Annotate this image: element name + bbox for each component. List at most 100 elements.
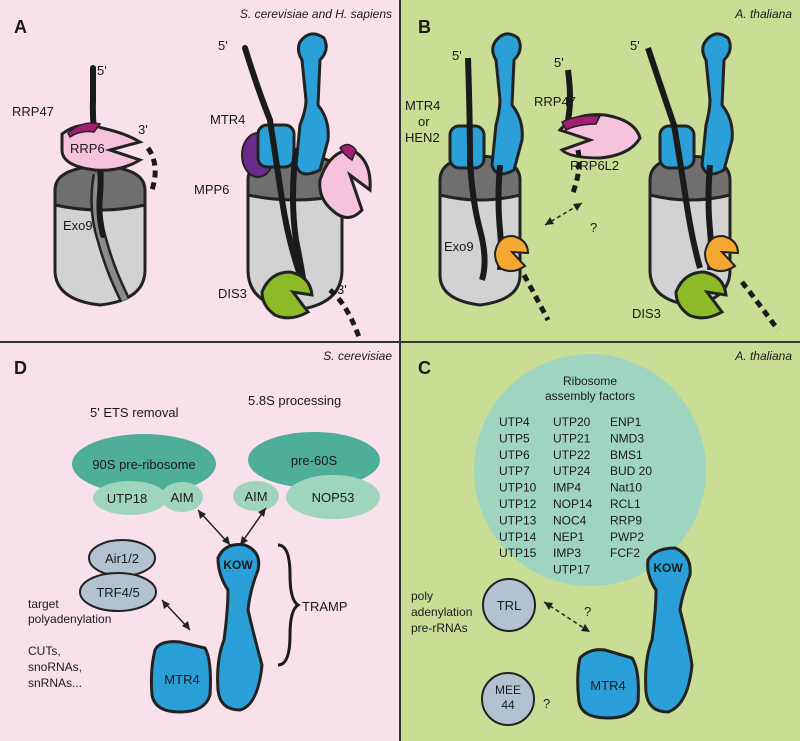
rrp47-protein <box>67 122 102 139</box>
rna-strand-b-free <box>565 69 573 121</box>
aim-left <box>161 482 203 512</box>
ribosome-factor-col2-5: NOP14 <box>553 497 593 511</box>
channel <box>92 174 128 302</box>
pre90s-ribosome <box>72 434 216 494</box>
label-mtr4-d: MTR4 <box>164 672 199 687</box>
label-exo9-b: Exo9 <box>444 239 474 254</box>
ribosome-factor-col2-0: UTP20 <box>553 415 591 429</box>
label-5prime-b2: 5' <box>554 55 564 70</box>
label-ribosome-1: Ribosome <box>563 374 617 388</box>
label-air12: Air1/2 <box>105 551 139 566</box>
dis3-protein <box>260 270 314 320</box>
ribosome-factor-col2-2: UTP22 <box>553 448 591 462</box>
panel-d-letter: D <box>14 358 27 378</box>
label-mee-2: 44 <box>501 698 515 712</box>
mtr4-body-d <box>149 640 212 714</box>
label-exo9-a: Exo9 <box>63 218 93 233</box>
exosome-complex-mtr4 <box>241 32 372 341</box>
question-c-1: ? <box>584 604 591 619</box>
label-trf45: TRF4/5 <box>96 585 139 600</box>
arrowhead-d-1 <box>198 510 206 519</box>
arrowhead-d-4 <box>240 536 248 545</box>
ribosome-factor-col3-1: NMD3 <box>610 431 644 445</box>
ribosome-factor-col1-7: UTP14 <box>499 530 537 544</box>
label-utp18: UTP18 <box>107 491 147 506</box>
label-tramp: TRAMP <box>302 599 348 614</box>
ribosome-factor-col3-6: RRP9 <box>610 513 642 527</box>
ribosome-factor-col3-3: BUD 20 <box>610 464 652 478</box>
arrowhead-d-2 <box>222 536 230 545</box>
label-rrp6l2-b: RRP6L2 <box>570 158 619 173</box>
exo9-core <box>53 203 147 307</box>
ribosome-factor-col3-7: PWP2 <box>610 530 644 544</box>
label-pre60s: pre-60S <box>291 453 338 468</box>
label-rrp6-a: RRP6 <box>70 141 105 156</box>
rna-strand-2 <box>242 45 303 278</box>
label-nop53: NOP53 <box>312 490 355 505</box>
label-3prime-a2: 3' <box>337 282 347 297</box>
ribosome-factor-col1-4: UTP10 <box>499 481 537 495</box>
arrowhead-b-1 <box>545 217 554 225</box>
label-poly-2: adenylation <box>411 605 472 619</box>
ribosome-factor-col2-3: UTP24 <box>553 464 591 478</box>
ribosome-factor-col3-4: Nat10 <box>610 481 642 495</box>
label-cuts-1: CUTs, <box>28 644 61 658</box>
arrowhead-d-5 <box>162 600 170 609</box>
ribosome-factor-col2-9: UTP17 <box>553 563 591 577</box>
rrp6l2-inside <box>493 234 530 272</box>
rna-3prime-dashed-2 <box>328 288 363 341</box>
question-b: ? <box>590 220 597 235</box>
label-rrp47-b: RRP47 <box>534 94 576 109</box>
label-mtr4-b: MTR4 <box>405 98 440 113</box>
arrowhead-b-2 <box>573 203 582 211</box>
nop53-protein <box>286 475 380 519</box>
ribosome-factor-col1-1: UTP5 <box>499 431 530 445</box>
label-pre90s: 90S pre-ribosome <box>92 457 195 472</box>
plant-exosome-complex-2 <box>645 32 781 332</box>
rrp47-protein-b <box>560 114 602 132</box>
label-mtr4-c: MTR4 <box>590 678 625 693</box>
arrowhead-c-1 <box>544 602 553 610</box>
label-dis3-a: DIS3 <box>218 286 247 301</box>
mee44-protein <box>481 672 535 726</box>
ribosome-factor-col2-4: IMP4 <box>553 481 581 495</box>
dis3-protein-b <box>674 270 728 320</box>
panel-d-species: S. cerevisiae <box>323 349 392 363</box>
arrow-trl-mtr4 <box>543 601 591 633</box>
ribosome-factor-col1-0: UTP4 <box>499 415 530 429</box>
arrowhead-c-2 <box>581 624 590 632</box>
mtr4-arch-b2 <box>700 32 734 176</box>
label-58s-processing: 5.8S processing <box>248 393 341 408</box>
ribosome-factor-col1-6: UTP13 <box>499 513 537 527</box>
label-poly-1: poly <box>411 589 433 603</box>
rna-3prime-dashed-b3 <box>740 280 781 332</box>
label-3prime-a1: 3' <box>138 122 148 137</box>
ribosome-factor-col2-6: NOC4 <box>553 513 587 527</box>
label-target-2: polyadenylation <box>28 612 111 626</box>
trf45-protein <box>79 572 157 612</box>
ribosome-factor-col3-5: RCL1 <box>610 497 641 511</box>
label-or-b: or <box>418 114 430 129</box>
ribosome-factor-col2-8: IMP3 <box>553 546 581 560</box>
ribosome-factor-col2-1: UTP21 <box>553 431 591 445</box>
ribosome-factors-circle <box>474 354 706 586</box>
trl-protein <box>482 578 536 632</box>
label-rrp47-a: RRP47 <box>12 104 54 119</box>
free-rrp6l2 <box>557 69 642 196</box>
label-ets-removal: 5' ETS removal <box>90 405 179 420</box>
label-kow-c: KOW <box>653 561 683 575</box>
label-5prime-a1: 5' <box>97 63 107 78</box>
ribosome-factor-list: UTP4UTP5UTP6UTP7UTP10UTP12UTP13UTP14UTP1… <box>499 415 652 577</box>
label-ribosome-2: assembly factors <box>545 389 635 403</box>
label-trl: TRL <box>497 598 522 613</box>
panel-a-letter: A <box>14 17 27 37</box>
ribosome-factor-col1-2: UTP6 <box>499 448 530 462</box>
aim-right <box>233 481 279 511</box>
arrowhead-d-6 <box>182 621 190 630</box>
rrp6-protein-2 <box>318 148 372 219</box>
arrowhead-d-3 <box>258 508 266 517</box>
pre60s <box>248 432 380 488</box>
label-poly-3: pre-rRNAs <box>411 621 468 635</box>
label-cuts-2: snoRNAs, <box>28 660 82 674</box>
label-aim-left: AIM <box>170 490 193 505</box>
